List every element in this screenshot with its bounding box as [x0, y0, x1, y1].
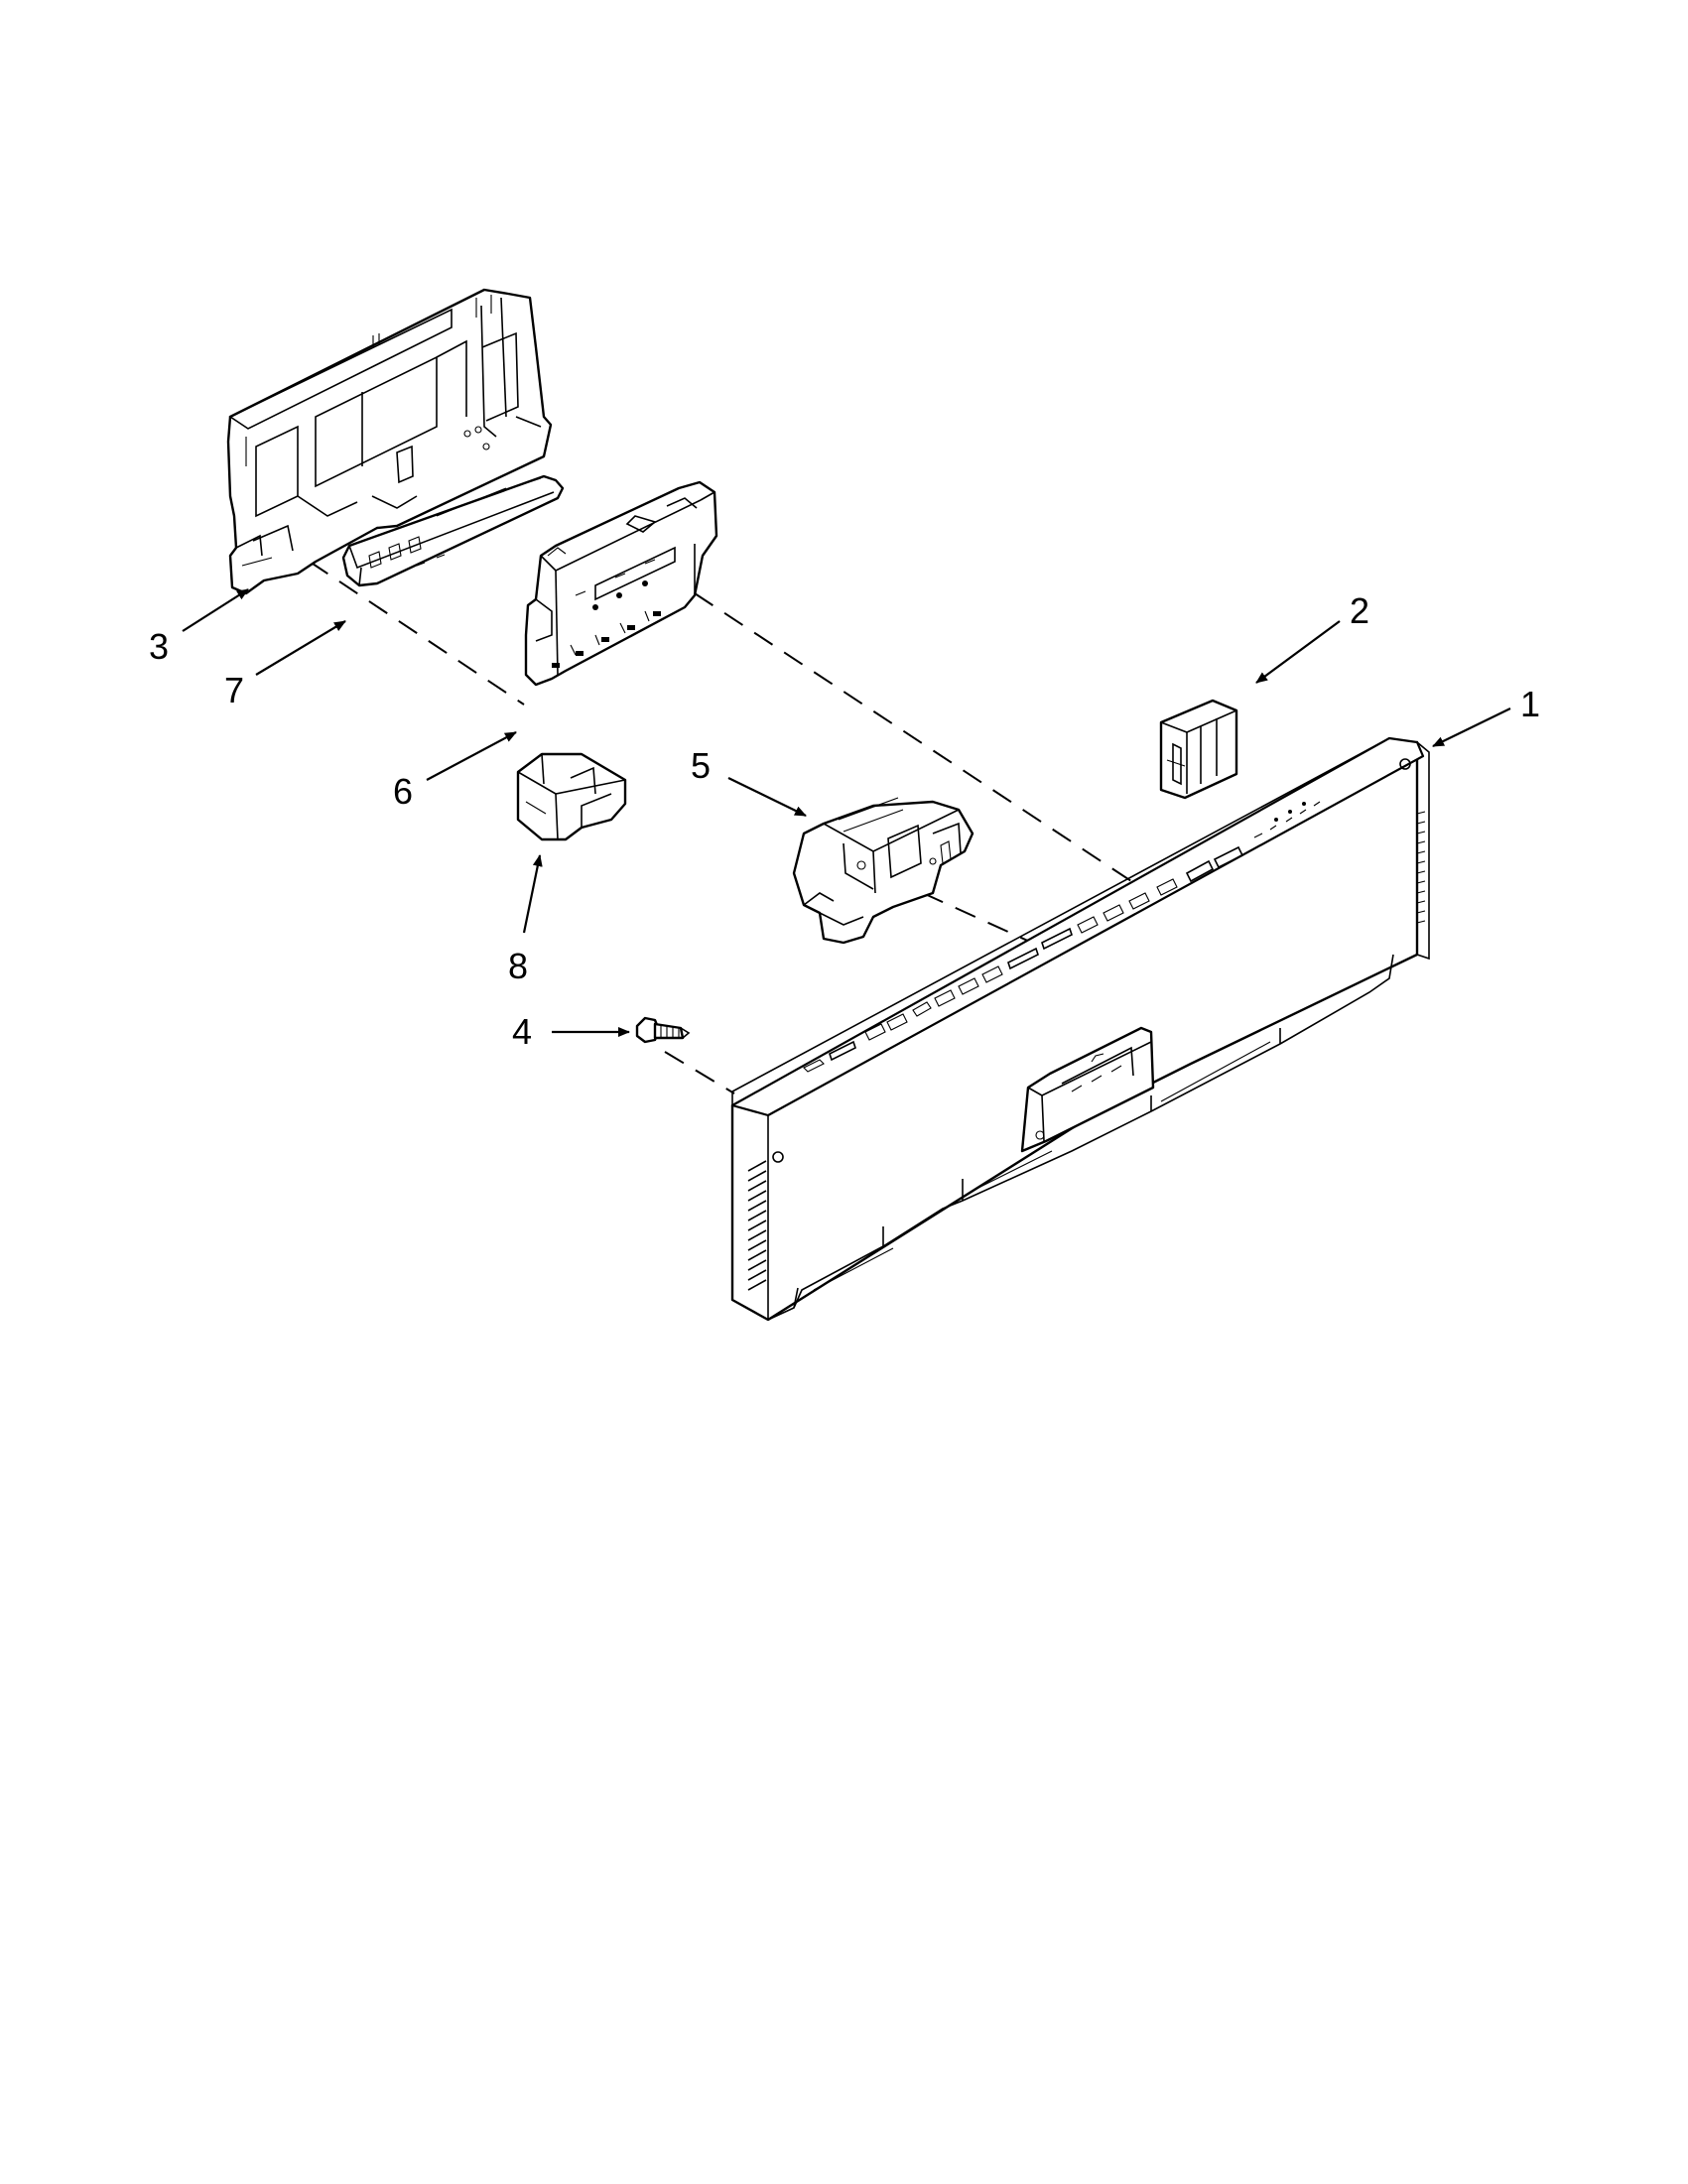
screw-part: [635, 1016, 691, 1044]
panel-button-strip: [803, 801, 1321, 1073]
callout-5: 5: [691, 745, 807, 817]
callout-7-label: 7: [224, 670, 244, 710]
user-interface-board-part: [341, 474, 565, 587]
callout-4: 4: [512, 1011, 630, 1052]
callout-2: 2: [1255, 590, 1369, 684]
left-vent-slots: [747, 1160, 767, 1291]
control-housing-part: [226, 288, 553, 595]
callout-4-label: 4: [512, 1011, 532, 1052]
callout-1: 1: [1432, 684, 1540, 747]
panel-insert-part: [1159, 699, 1238, 800]
latch-part: [792, 797, 974, 945]
bracket-part: [516, 752, 627, 841]
callout-8: 8: [508, 854, 543, 986]
control-panel-part: [730, 736, 1430, 1322]
callout-3: 3: [149, 588, 249, 667]
callout-1-label: 1: [1520, 684, 1540, 724]
callout-7: 7: [224, 620, 346, 710]
callout-2-label: 2: [1350, 590, 1369, 631]
control-board-part: [524, 480, 718, 687]
handle-recess: [1020, 1026, 1155, 1153]
callout-3-label: 3: [149, 626, 169, 667]
callout-8-label: 8: [508, 946, 528, 986]
right-vent-slots: [1416, 811, 1426, 924]
callout-6: 6: [393, 731, 517, 812]
callout-6-label: 6: [393, 771, 413, 812]
callout-5-label: 5: [691, 745, 711, 786]
assembly-lines: [309, 561, 1132, 1094]
